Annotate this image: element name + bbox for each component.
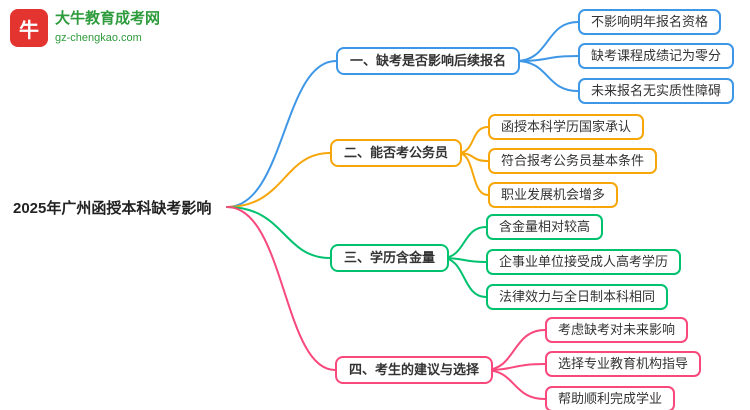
leaf-node-2-1: 函授本科学历国家承认 bbox=[488, 114, 645, 140]
leaf-node-3-3: 法律效力与全日制本科相同 bbox=[486, 284, 669, 310]
leaf-node-4-3: 帮助顺利完成学业 bbox=[545, 386, 676, 410]
leaf-node-2-3: 职业发展机会增多 bbox=[488, 182, 619, 208]
connector-root-branch1 bbox=[226, 60, 337, 208]
leaf-node-3-1: 含金量相对较高 bbox=[486, 214, 604, 240]
connector-root-branch2 bbox=[226, 152, 331, 208]
leaf-node-1-2: 缺考课程成绩记为零分 bbox=[578, 43, 735, 69]
connector-branch4-child3 bbox=[484, 369, 546, 400]
connector-root-branch4 bbox=[226, 206, 336, 371]
logo-bull-icon: 牛 bbox=[10, 9, 48, 47]
connector-branch4-child2 bbox=[484, 363, 546, 371]
connector-root-branch3 bbox=[226, 206, 331, 259]
connector-branch1-child2 bbox=[515, 55, 579, 62]
leaf-node-4-2: 选择专业教育机构指导 bbox=[545, 351, 702, 377]
leaf-node-1-3: 未来报名无实质性障碍 bbox=[578, 78, 735, 104]
leaf-node-2-2: 符合报考公务员基本条件 bbox=[488, 148, 658, 174]
connector-branch1-child3 bbox=[515, 60, 579, 92]
leaf-node-4-1: 考虑缺考对未来影响 bbox=[545, 317, 689, 343]
connector-branch4-child1 bbox=[484, 329, 546, 371]
logo-domain: gz-chengkao.com bbox=[55, 32, 142, 44]
site-logo: 牛 大牛教育成考网 gz-chengkao.com bbox=[10, 9, 160, 47]
branch-node-1: 一、缺考是否影响后续报名 bbox=[336, 47, 521, 75]
leaf-node-3-2: 企事业单位接受成人高考学历 bbox=[486, 249, 682, 275]
branch-node-3: 三、学历含金量 bbox=[330, 244, 450, 272]
connector-branch2-child3 bbox=[457, 152, 489, 196]
connector-branch2-child1 bbox=[457, 126, 489, 154]
leaf-node-1-1: 不影响明年报名资格 bbox=[578, 9, 722, 35]
logo-title: 大牛教育成考网 bbox=[55, 10, 161, 27]
branch-node-2: 二、能否考公务员 bbox=[330, 139, 463, 167]
connector-branch1-child1 bbox=[515, 21, 579, 62]
branch-node-4: 四、考生的建议与选择 bbox=[335, 356, 494, 384]
root-node: 2025年广州函授本科缺考影响 bbox=[13, 200, 212, 217]
